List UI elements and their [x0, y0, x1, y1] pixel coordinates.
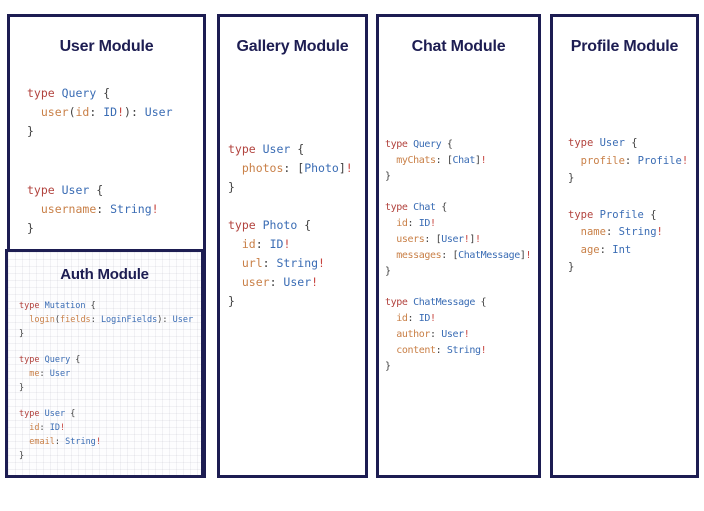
panel-gallery-module: Gallery Module type User { photos: [Phot…: [217, 14, 368, 478]
code-block: type Mutation { login(fields: LoginField…: [19, 299, 201, 341]
profile-module-title: Profile Module: [570, 38, 679, 55]
panel-chat-module: Chat Module type Query { myChats: [Chat]…: [376, 14, 541, 478]
code-line: }: [19, 451, 25, 461]
code-line: }: [228, 294, 235, 309]
gallery-module-title: Gallery Module: [236, 38, 349, 55]
code-block: type Profile { name: String! age: Int}: [568, 207, 696, 277]
code-line: me: User: [29, 369, 71, 379]
code-line: type Query {: [19, 355, 81, 365]
code-line: id: ID!: [396, 313, 436, 325]
code-line: id: ID!: [29, 423, 66, 433]
code-line: type Profile {: [568, 208, 657, 221]
code-block: type Query { user(id: ID!): User}: [27, 84, 203, 141]
code-line: type Chat {: [385, 202, 447, 214]
code-line: }: [385, 361, 391, 373]
code-line: type Query {: [27, 86, 111, 101]
code-line: }: [19, 329, 25, 339]
code-line: photos: [Photo]!: [241, 161, 353, 176]
code-line: id: ID!: [241, 237, 291, 252]
code-line: type User {: [27, 183, 104, 198]
profile-module-code: type User { profile: Profile!}type Profi…: [553, 135, 696, 277]
code-line: url: String!: [241, 256, 325, 271]
code-line: }: [385, 266, 391, 278]
code-block: type Chat { id: ID! users: [User!]! mess…: [385, 200, 538, 280]
user-module-title: User Module: [59, 38, 154, 55]
auth-module-code: type Mutation { login(fields: LoginField…: [8, 299, 201, 463]
chat-module-title: Chat Module: [411, 38, 506, 55]
code-block: type Photo { id: ID! url: String! user: …: [228, 216, 365, 311]
auth-module-title: Auth Module: [60, 266, 149, 283]
code-line: username: String!: [40, 202, 159, 217]
code-line: user(id: ID!): User: [40, 105, 173, 120]
code-line: email: String!: [29, 437, 101, 447]
code-line: type User {: [19, 409, 76, 419]
panel-profile-module: Profile Module type User { profile: Prof…: [550, 14, 699, 478]
code-line: }: [27, 124, 34, 139]
code-line: }: [385, 171, 391, 183]
code-line: }: [19, 383, 25, 393]
code-line: type User {: [228, 142, 305, 157]
code-line: author: User!: [396, 329, 470, 341]
code-line: }: [568, 172, 575, 185]
code-line: id: ID!: [396, 218, 436, 230]
gallery-module-code: type User { photos: [Photo]!}type Photo …: [220, 140, 365, 311]
code-line: messages: [ChatMessage]!: [396, 250, 532, 262]
code-block: type ChatMessage { id: ID! author: User!…: [385, 295, 538, 375]
code-line: login(fields: LoginFields): User: [29, 315, 194, 325]
code-line: name: String!: [580, 226, 663, 239]
chat-module-code: type Query { myChats: [Chat]!}type Chat …: [379, 137, 538, 375]
code-block: type User { id: ID! email: String!}: [19, 407, 201, 463]
code-line: profile: Profile!: [580, 154, 689, 167]
code-block: type User { photos: [Photo]!}: [228, 140, 365, 197]
code-line: }: [228, 180, 235, 195]
code-line: }: [568, 261, 575, 274]
code-block: type User { profile: Profile!}: [568, 135, 696, 188]
code-block: type User { username: String!}: [27, 181, 203, 238]
code-line: user: User!: [241, 275, 319, 290]
code-line: type ChatMessage {: [385, 297, 487, 309]
user-module-code: type Query { user(id: ID!): User}type Us…: [10, 84, 203, 238]
code-line: age: Int: [580, 243, 632, 256]
panel-auth-module: Auth Module type Mutation { login(fields…: [5, 249, 204, 478]
code-line: myChats: [Chat]!: [396, 155, 487, 167]
code-line: }: [27, 221, 34, 236]
code-block: type Query { me: User}: [19, 353, 201, 395]
code-line: type Query {: [385, 139, 453, 151]
code-line: type Mutation {: [19, 301, 96, 311]
code-block: type Query { myChats: [Chat]!}: [385, 137, 538, 185]
code-line: users: [User!]!: [396, 234, 481, 246]
code-line: content: String!: [396, 345, 487, 357]
code-line: type Photo {: [228, 218, 312, 233]
code-line: type User {: [568, 137, 638, 150]
